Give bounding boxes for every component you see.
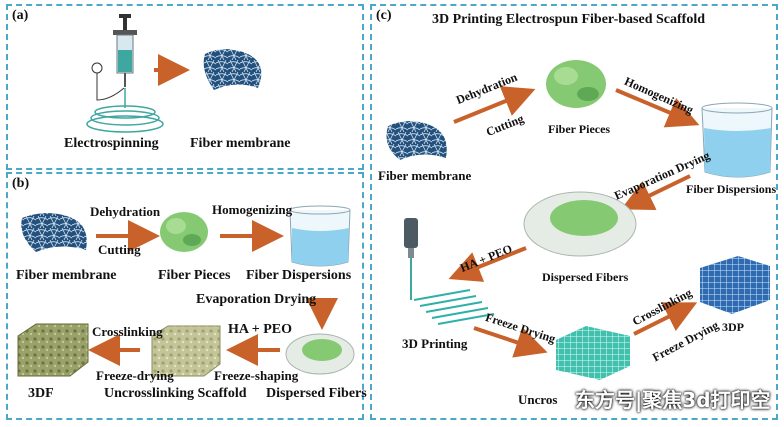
syringe-icon (113, 14, 137, 87)
power-supply-icon (91, 62, 125, 101)
collector-coil-icon (86, 88, 164, 133)
electrospinning-label: Electrospinning (64, 136, 159, 151)
fiber-pieces-label-c: Fiber Pieces (548, 122, 611, 136)
3df-label: 3DF (28, 386, 54, 401)
panel-c-label: (c) (376, 8, 392, 23)
homogenizing-label-b: Homogenizing (212, 202, 293, 217)
arrow-c5 (473, 326, 548, 358)
fiber-membrane-image-a (203, 49, 262, 90)
printed-grid-image (413, 289, 495, 325)
dispersed-fibers-label-c: Dispersed Fibers (542, 270, 629, 284)
beaker-icon-b (289, 205, 351, 267)
fiber-pieces-image-b (160, 212, 208, 252)
watermark-text: 东方号|聚焦3d打印空 (575, 388, 771, 412)
arrow-c1 (453, 86, 536, 124)
freeze-shaping-label-b: Freeze-shaping (214, 368, 299, 383)
freeze-drying-label-b: Freeze-drying (96, 368, 174, 383)
panel-b-label: (b) (12, 176, 30, 191)
fiber-pieces-label-b: Fiber Pieces (158, 268, 231, 283)
dehydration-label-b: Dehydration (90, 204, 161, 219)
panel-c-title: 3D Printing Electrospun Fiber-based Scaf… (432, 12, 706, 27)
arrow-c6 (633, 302, 698, 336)
arrow-c4 (448, 246, 527, 282)
beaker-icon-c (701, 102, 773, 178)
fiber-membrane-label-a: Fiber membrane (190, 136, 291, 151)
evaporation-drying-label-b: Evaporation Drying (196, 292, 317, 307)
panel-a-label: (a) (12, 8, 29, 23)
fiber-pieces-image-c (546, 60, 606, 108)
fiber-membrane-label-c: Fiber membrane (378, 168, 472, 183)
uncrosslinking-scaffold-label: Uncrosslinking Scaffold (104, 386, 247, 401)
3dp-image (700, 256, 770, 314)
fiber-membrane-label-b: Fiber membrane (16, 268, 117, 283)
printer-nozzle-icon (404, 218, 418, 300)
arrow-c2 (615, 88, 700, 128)
panel-b (6, 172, 364, 420)
panel-c (370, 4, 778, 420)
fiber-membrane-image-b (21, 213, 87, 252)
uncrosslinking-scaffold-image (151, 325, 221, 377)
3d-printing-label: 3D Printing (402, 336, 468, 351)
ha-peo-label-b: HA + PEO (228, 322, 292, 337)
petri-dish-b (285, 333, 355, 375)
fiber-membrane-image-c (386, 121, 447, 160)
fiber-dispersions-label-c: Fiber Dispersions (686, 182, 777, 196)
arrow-c3 (620, 174, 691, 210)
uncrosslinked-scaffold-image (556, 326, 630, 380)
uncrosslinked-scaffold-label-c: Uncros (518, 392, 558, 407)
3df-image (17, 323, 89, 377)
cutting-label-b: Cutting (98, 242, 141, 257)
dispersed-fibers-label-b: Dispersed Fibers (266, 386, 367, 401)
fiber-dispersions-label-b: Fiber Dispersions (246, 268, 352, 283)
petri-dish-c (523, 191, 637, 257)
panel-a (6, 4, 364, 170)
3dp-label: 3DP (722, 320, 744, 334)
crosslinking-label-b: Crosslinking (92, 324, 163, 339)
